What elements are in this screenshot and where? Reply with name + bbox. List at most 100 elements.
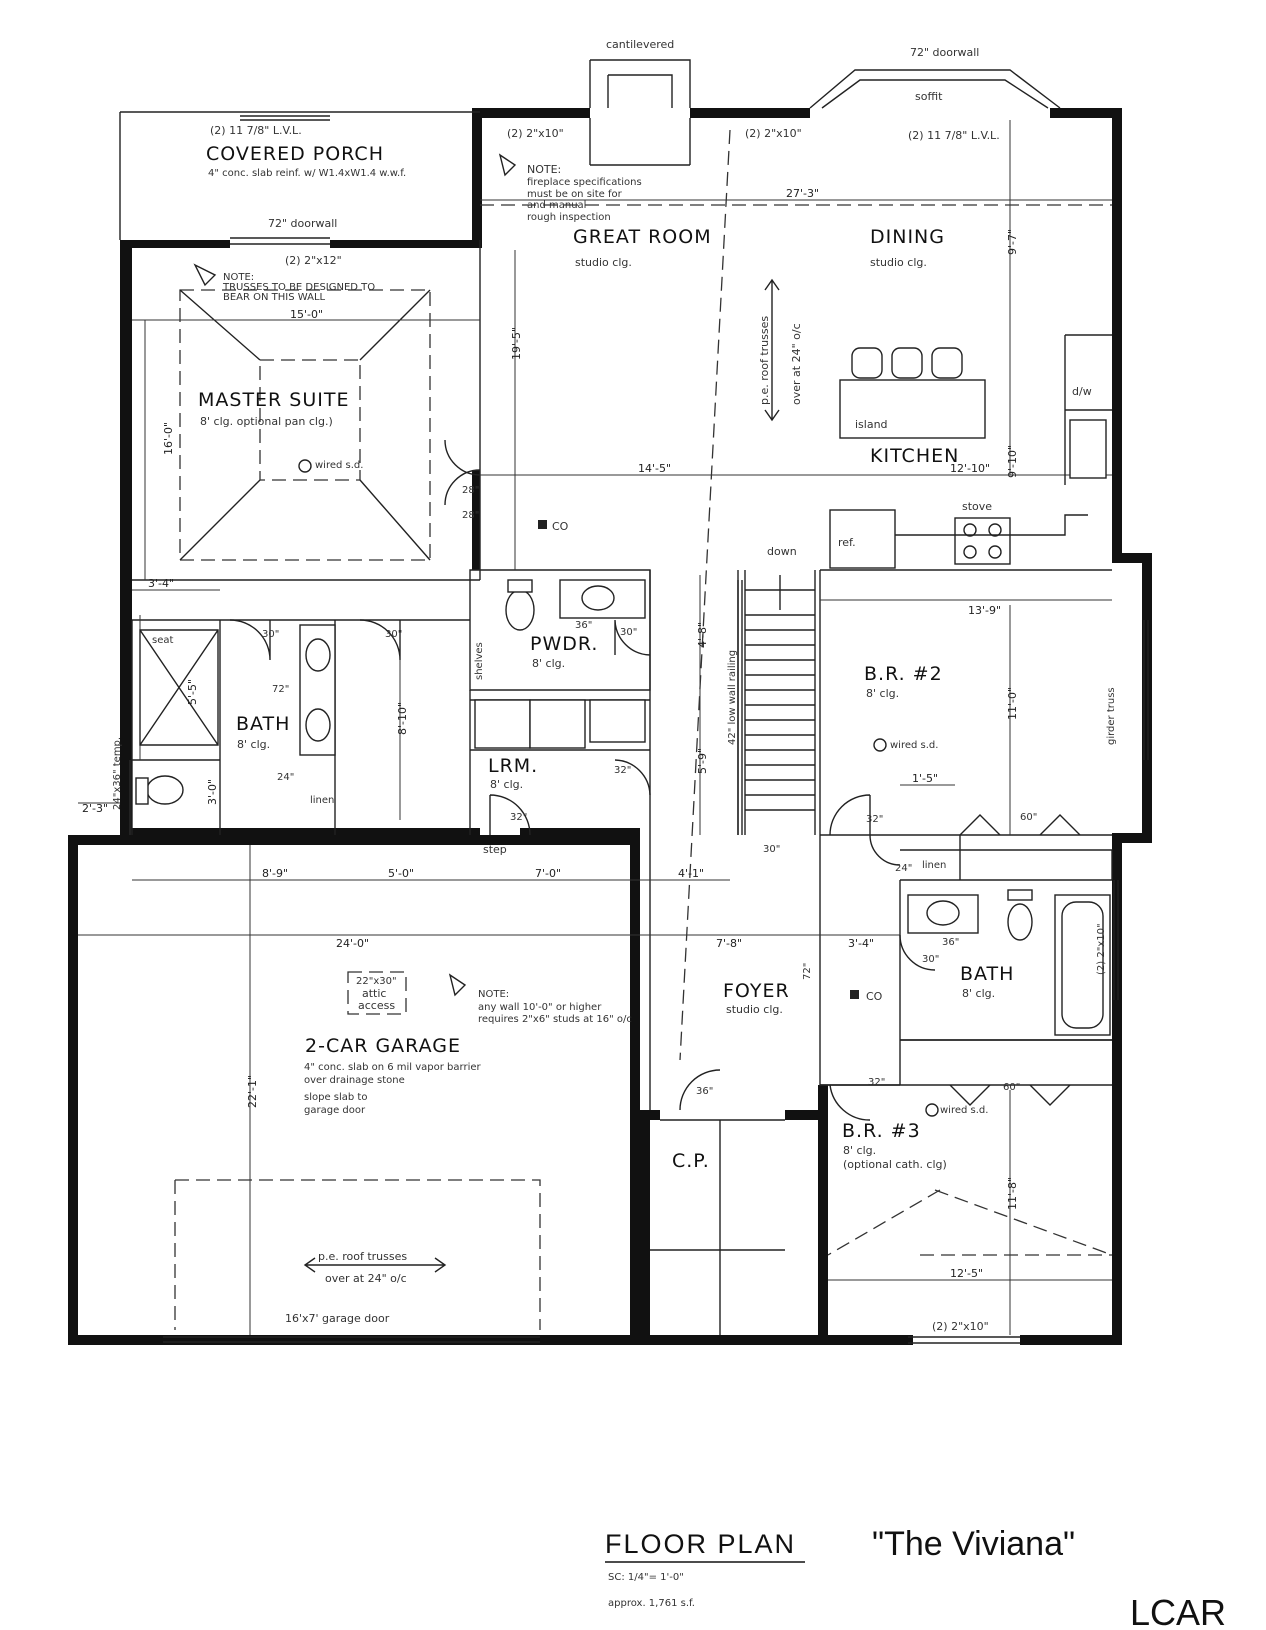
- dim-12-10: 12'-10": [950, 462, 990, 475]
- room-garage: 2-CAR GARAGE: [305, 1035, 461, 1057]
- plan-name: "The Viviana": [872, 1525, 1075, 1563]
- label-attic-3: access: [358, 999, 395, 1012]
- label-garage-2: over drainage stone: [304, 1075, 405, 1086]
- label-porch-doorwall: 72" doorwall: [268, 217, 337, 230]
- note-truss-3: BEAR ON THIS WALL: [223, 292, 326, 303]
- door-30-b: 30": [385, 629, 402, 640]
- label-tub-header: (2) 2"x10": [1096, 923, 1107, 975]
- label-low-wall: 42" low wall railing: [727, 650, 738, 745]
- door-36-c: 36": [696, 1086, 713, 1097]
- label-seat: seat: [152, 635, 173, 646]
- label-lvl-right: (2) 11 7/8" L.V.L.: [908, 129, 1000, 142]
- label-linen-hall: linen: [922, 860, 946, 871]
- label-header-a: (2) 2"x10": [507, 127, 564, 140]
- exterior-walls: [68, 108, 1152, 1345]
- dim-14-5: 14'-5": [638, 462, 671, 475]
- label-br3-opt: (optional cath. clg): [843, 1158, 947, 1171]
- dimension-labels: 27'-3" 9'-7" 15'-0" 19'-5" 16'-0" 14'-5"…: [82, 187, 1037, 1280]
- note-wall-3: requires 2"x6" studs at 16" o/c: [478, 1014, 632, 1025]
- note-wall-2: any wall 10'-0" or higher: [478, 1002, 602, 1013]
- fixtures: [135, 153, 1113, 1273]
- label-porch-slab: 4" conc. slab reinf. w/ W1.4xW1.4 w.w.f.: [208, 168, 406, 179]
- label-co2-great-room: CO: [552, 520, 569, 533]
- room-master-bath: BATH: [236, 713, 290, 735]
- label-attic-2: attic: [362, 987, 386, 1000]
- note-fireplace-2: fireplace specifications: [527, 177, 642, 188]
- co2-detector: [850, 990, 859, 999]
- door-32-a: 32": [614, 765, 631, 776]
- attic-access: [347, 971, 407, 1015]
- room-dining: DINING: [870, 226, 945, 248]
- note-fireplace-5: rough inspection: [527, 212, 611, 223]
- note-fireplace-4: and manual: [527, 200, 586, 211]
- room-bedroom-2: B.R. #2: [864, 663, 943, 685]
- label-smoke-detector-br3: wired s.d.: [940, 1105, 988, 1116]
- door-32-d: 32": [868, 1077, 885, 1088]
- dim-12-5: 12'-5": [950, 1267, 983, 1280]
- kitchen-sink: [1069, 419, 1107, 479]
- dim-7-8: 7'-8": [716, 937, 742, 950]
- room-master-suite: MASTER SUITE: [198, 389, 350, 411]
- note-hand-icon: [498, 153, 517, 177]
- note-hand-icon: [193, 263, 217, 287]
- label-lrm-clg: 8' clg.: [490, 778, 523, 791]
- label-pwdr-clg: 8' clg.: [532, 657, 565, 670]
- door-28-b: 28": [462, 510, 479, 521]
- label-header-2x12: (2) 2"x12": [285, 254, 342, 267]
- dim-24-0: 24'-0": [336, 937, 369, 950]
- label-girder-truss: girder truss: [1106, 687, 1117, 745]
- room-kitchen: KITCHEN: [870, 445, 959, 467]
- dim-7-0: 7'-0": [535, 867, 561, 880]
- label-stove: stove: [962, 500, 992, 513]
- door-30-e: 30": [922, 954, 939, 965]
- label-smoke-detector-br2: wired s.d.: [890, 740, 938, 751]
- watermark-lcar: LCAR: [1130, 1592, 1226, 1630]
- label-island: island: [855, 418, 888, 431]
- dim-8-10: 8'-10": [396, 702, 409, 735]
- door-24-b: 24": [895, 863, 912, 874]
- room-great-room: GREAT ROOM: [573, 226, 712, 248]
- plan-area: approx. 1,761 s.f.: [608, 1598, 695, 1609]
- dim-5-5: 5'-5": [186, 679, 199, 705]
- room-powder: PWDR.: [530, 633, 598, 655]
- dim-22-1: 22'-1": [246, 1075, 259, 1108]
- note-fireplace-1: NOTE:: [527, 163, 561, 176]
- label-garage-trusses-1: p.e. roof trusses: [318, 1250, 407, 1263]
- label-roof-trusses-1: p.e. roof trusses: [758, 316, 771, 405]
- note-wall-1: NOTE:: [478, 989, 509, 1000]
- label-step: step: [483, 843, 507, 856]
- door-72-b: 72": [802, 963, 813, 980]
- label-cantilevered: cantilevered: [606, 38, 674, 51]
- kitchen-island: [839, 379, 986, 439]
- door-32-b: 32": [510, 812, 527, 823]
- dim-3-0: 3'-0": [206, 779, 219, 805]
- door-28-a: 28": [462, 485, 479, 496]
- label-garage-door: 16'x7' garage door: [285, 1312, 390, 1325]
- room-laundry: LRM.: [488, 755, 538, 777]
- label-smoke-detector-master: wired s.d.: [315, 460, 363, 471]
- dim-13-9: 13'-9": [968, 604, 1001, 617]
- dim-3-4-b: 3'-4": [848, 937, 874, 950]
- dim-16-0: 16'-0": [162, 422, 175, 455]
- label-header-br3: (2) 2"x10": [932, 1320, 989, 1333]
- label-br2-clg: 8' clg.: [866, 687, 899, 700]
- note-fireplace-3: must be on site for: [527, 189, 623, 200]
- bar-stool: [931, 347, 963, 379]
- label-garage-3: slope slab to: [304, 1092, 367, 1103]
- dim-15-0: 15'-0": [290, 308, 323, 321]
- toilet: [146, 775, 184, 805]
- label-lvl-left: (2) 11 7/8" L.V.L.: [210, 124, 302, 137]
- label-garage-4: garage door: [304, 1105, 366, 1116]
- toilet: [505, 589, 535, 631]
- bar-stool: [851, 347, 883, 379]
- label-great-room-clg: studio clg.: [575, 256, 632, 269]
- dim-19-5: 19'-5": [510, 327, 523, 360]
- washer: [474, 699, 531, 749]
- door-30-a: 30": [262, 629, 279, 640]
- label-master-clg: 8' clg. optional pan clg.): [200, 415, 333, 428]
- room-bath-2: BATH: [960, 963, 1014, 985]
- label-br3-clg: 8' clg.: [843, 1144, 876, 1157]
- label-garage-trusses-2: over at 24" o/c: [325, 1272, 407, 1285]
- room-covered-porch: COVERED PORCH: [206, 143, 384, 165]
